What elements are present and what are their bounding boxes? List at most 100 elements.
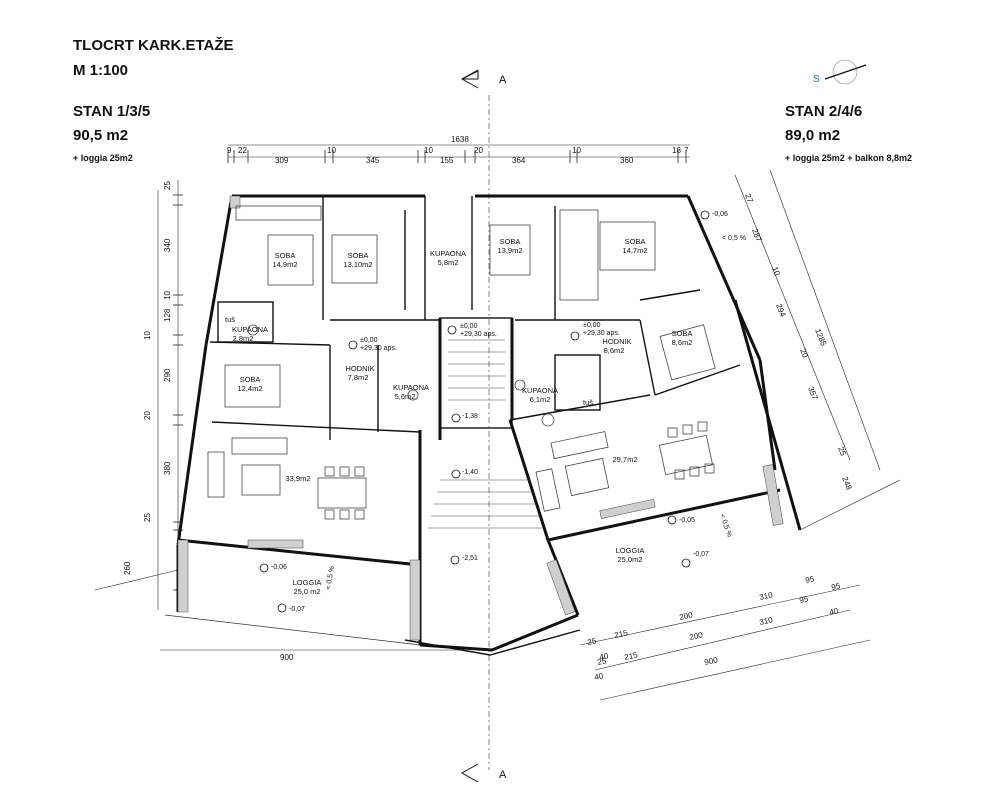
room-labels: SOBA 14,9m2 SOBA 13,10m2 KUPAONA 5,8m2 S… — [225, 237, 692, 596]
level-007-left: -0,07 — [289, 606, 305, 613]
svg-text:364: 364 — [512, 156, 526, 165]
svg-text:10: 10 — [327, 146, 336, 155]
left-apartment-extra: + loggia 25m2 — [73, 153, 133, 163]
svg-text:1285: 1285 — [813, 327, 828, 347]
room-soba-b-name: SOBA — [348, 251, 369, 260]
level-right-abs: +29,30 aps. — [583, 330, 620, 337]
furniture — [207, 205, 716, 549]
level-mid: ±0,00 — [460, 323, 478, 330]
slope-right-top: < 0,5 % — [722, 235, 746, 242]
left-apartment-area: 90,5 m2 — [73, 127, 129, 144]
svg-text:10: 10 — [143, 331, 152, 340]
room-kupaona-mid-name: KUPAONA — [393, 383, 429, 392]
level-right: ±0,00 — [583, 322, 601, 329]
room-kupaona-top-area: 5,8m2 — [438, 258, 459, 267]
svg-text:25: 25 — [143, 513, 152, 522]
room-kupaona-right-area: 6,1m2 — [530, 395, 551, 404]
section-marker-bottom: A — [499, 769, 507, 781]
level-005-right: -0,05 — [679, 517, 695, 524]
svg-text:345: 345 — [366, 156, 380, 165]
svg-text:9: 9 — [227, 146, 232, 155]
left-dimensions: 25 340 10 128 10 290 20 380 25 260 — [94, 180, 183, 610]
svg-text:10: 10 — [572, 146, 581, 155]
room-tus-right: tuš — [583, 398, 593, 407]
level-006-left: -0,06 — [271, 564, 287, 571]
level-markers: ±0,00 +29,30 aps. ±0,00 +29,30 aps. ±0,0… — [259, 210, 746, 613]
room-soba-d-area: 14,7m2 — [622, 246, 647, 255]
svg-text:27: 27 — [743, 192, 755, 204]
room-soba-b-area: 13,10m2 — [343, 260, 372, 269]
svg-text:357: 357 — [806, 385, 820, 401]
svg-text:20: 20 — [474, 146, 483, 155]
room-soba-a-area: 14,9m2 — [272, 260, 297, 269]
north-arrow-icon: S — [813, 59, 867, 85]
right-dimensions: 27 287 10 294 1285 20 357 25 248 — [734, 169, 901, 531]
svg-text:215: 215 — [614, 628, 629, 640]
slope-right-bottom: < 0,5 % — [718, 513, 733, 538]
right-apartment-area: 89,0 m2 — [785, 127, 841, 144]
svg-text:22: 22 — [238, 146, 247, 155]
svg-text:900: 900 — [704, 655, 719, 667]
room-hodnik-left-name: HODNIK — [345, 364, 374, 373]
dim-top-total: 1638 — [451, 135, 469, 144]
svg-text:10: 10 — [424, 146, 433, 155]
svg-text:20: 20 — [143, 411, 152, 420]
svg-text:25: 25 — [163, 181, 172, 190]
svg-text:310: 310 — [759, 590, 774, 602]
svg-text:340: 340 — [163, 238, 172, 252]
room-loggia-left-area: 25,0 m2 — [293, 587, 320, 596]
room-hodnik-left-area: 7,8m2 — [348, 373, 369, 382]
room-soba-c-name: SOBA — [500, 237, 521, 246]
svg-text:10: 10 — [770, 265, 782, 277]
room-tus-left: tuš — [225, 315, 235, 324]
room-hodnik-right-area: 8,6m2 — [604, 346, 625, 355]
slope-left: < 0,5 % — [325, 566, 336, 591]
svg-text:260: 260 — [123, 561, 132, 575]
level-left: ±0,00 — [360, 337, 378, 344]
svg-text:95: 95 — [805, 574, 816, 585]
top-dimensions: 1638 9 22 309 10 345 10 155 20 364 10 36… — [227, 135, 690, 165]
bottom-left-dimension: 900 — [160, 614, 465, 662]
svg-text:18: 18 — [672, 146, 681, 155]
svg-text:25: 25 — [587, 636, 598, 647]
svg-text:95: 95 — [799, 594, 810, 605]
svg-text:200: 200 — [679, 610, 694, 622]
svg-text:20: 20 — [798, 347, 810, 359]
room-living-left-area: 33,9m2 — [285, 474, 310, 483]
room-soba-a-name: SOBA — [275, 251, 296, 260]
section-axis: A A — [460, 69, 507, 783]
svg-text:25: 25 — [836, 445, 848, 457]
svg-text:40: 40 — [594, 671, 605, 682]
room-loggia-right-name: LOGGIA — [616, 546, 645, 555]
svg-text:294: 294 — [774, 302, 788, 318]
room-kupaona-top-name: KUPAONA — [430, 249, 466, 258]
level-mid-abs: +29,30 aps. — [460, 331, 497, 338]
svg-text:155: 155 — [440, 156, 454, 165]
svg-text:900: 900 — [280, 653, 294, 662]
room-loggia-right-area: 25,0m2 — [617, 555, 642, 564]
room-kupaona-left-area: 2,8m2 — [233, 334, 254, 343]
svg-text:248: 248 — [840, 475, 854, 491]
svg-text:40: 40 — [599, 651, 610, 662]
svg-text:7: 7 — [684, 146, 689, 155]
room-kupaona-mid-area: 5,6m2 — [395, 392, 416, 401]
building-outer-walls — [176, 194, 802, 656]
room-hodnik-right-name: HODNIK — [602, 337, 631, 346]
room-kupaona-right-name: KUPAONA — [522, 386, 558, 395]
room-soba-f-name: SOBA — [672, 329, 693, 338]
svg-text:95: 95 — [831, 581, 842, 592]
room-soba-e-name: SOBA — [240, 375, 261, 384]
bottom-right-dimensions: 95 95 310 200 215 25 40 95 40 310 200 21… — [579, 574, 871, 701]
svg-text:40: 40 — [829, 606, 840, 617]
room-living-right-area: 29,7m2 — [612, 455, 637, 464]
svg-text:215: 215 — [624, 650, 639, 662]
section-marker-top: A — [499, 74, 507, 86]
north-label: S — [813, 74, 820, 85]
room-soba-d-name: SOBA — [625, 237, 646, 246]
svg-text:310: 310 — [759, 615, 774, 627]
level-140: -1,40 — [462, 469, 478, 476]
level-left-abs: +29,30 aps. — [360, 345, 397, 352]
room-loggia-left-name: LOGGIA — [293, 578, 322, 587]
svg-text:380: 380 — [163, 461, 172, 475]
